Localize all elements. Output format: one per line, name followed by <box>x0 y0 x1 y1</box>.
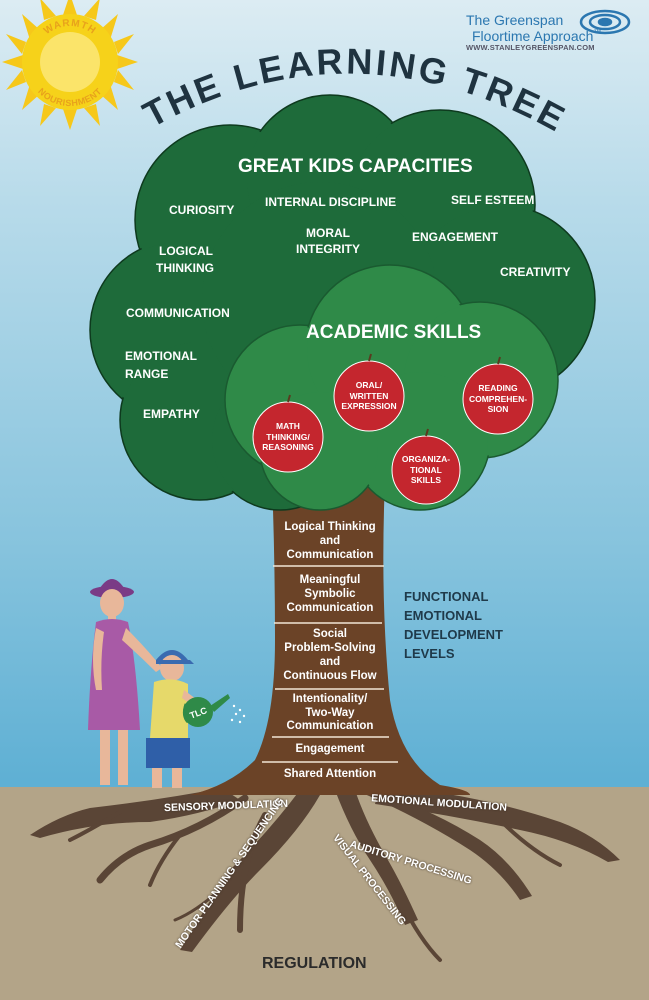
apples <box>252 360 534 505</box>
apple-text: REASONING <box>262 442 314 453</box>
capacity-emotional: EMOTIONAL <box>125 349 197 363</box>
level-text: Problem-Solving <box>284 642 376 655</box>
apple-text: WRITTEN <box>349 390 389 401</box>
apple-text: COMPREHEN- <box>468 393 528 404</box>
logo-tm: ™ <box>593 28 602 38</box>
apple-text: ORAL/ <box>355 380 383 391</box>
capacity-curiosity: CURIOSITY <box>169 203 235 217</box>
apple-text: READING <box>478 383 518 394</box>
level-text: Logical Thinking <box>284 521 376 534</box>
apple-text: EXPRESSION <box>341 401 397 412</box>
logo-prefix: The <box>466 12 491 28</box>
level-text: Symbolic <box>304 588 356 601</box>
level-text: Social <box>313 628 347 641</box>
trunk-dividers <box>262 565 398 763</box>
academic-header: ACADEMIC SKILLS <box>306 322 482 343</box>
level-text: and <box>319 535 341 548</box>
level-text: Communication <box>286 601 374 614</box>
capacity-self-esteem: SELF ESTEEM <box>451 193 535 207</box>
capacity-empathy: EMPATHY <box>143 407 200 421</box>
fedl-text: FUNCTIONAL <box>404 589 489 604</box>
apple-text: TIONAL <box>410 464 442 475</box>
fedl-text: LEVELS <box>404 645 455 661</box>
apple-text: SION <box>487 404 509 415</box>
apple-text: SKILLS <box>410 475 442 486</box>
level-shared-attention: Shared Attention <box>268 764 392 786</box>
fedl-label: FUNCTIONAL EMOTIONAL DEVELOPMENT LEVELS <box>404 588 503 663</box>
capacity-range: RANGE <box>125 367 169 381</box>
logo-url: WWW.STANLEYGREENSPAN.COM <box>466 43 595 53</box>
logo-swirl-icon <box>579 9 631 35</box>
level-text: Continuous Flow <box>283 669 377 682</box>
child-figure: TLC <box>146 650 246 788</box>
fedl-text: DEVELOPMENT <box>404 626 503 642</box>
capacity-engagement: ENGAGEMENT <box>412 230 499 244</box>
capacity-communication: COMMUNICATION <box>126 306 230 320</box>
apple-text: THINKING/ <box>266 431 310 442</box>
capacity-moral: MORAL <box>306 226 350 240</box>
capacity-thinking: THINKING <box>156 261 214 275</box>
level-text: Two-Way <box>305 706 355 719</box>
logo-brand1: Greenspan <box>494 12 564 28</box>
capacities-header: GREAT KIDS CAPACITIES <box>238 156 473 177</box>
regulation-label: REGULATION <box>262 955 367 972</box>
fedl-text: EMOTIONAL <box>404 607 482 623</box>
greenspan-logo: The Greenspan Floortime Approach™ WWW.ST… <box>466 12 601 53</box>
level-text: Communication <box>286 548 374 561</box>
apple-text: MATH <box>276 421 300 432</box>
sun: WARMTH NOURISHMENT <box>2 0 138 130</box>
capacity-internal-discipline: INTERNAL DISCIPLINE <box>265 195 397 209</box>
tree-trunk <box>190 480 470 795</box>
watering-can-icon <box>183 697 213 727</box>
level-engagement: Engagement <box>275 739 385 761</box>
capacity-logical: LOGICAL <box>159 244 213 258</box>
apple-text: ORGANIZA- <box>401 454 451 465</box>
capacity-creativity: CREATIVITY <box>500 265 571 279</box>
level-text: Shared Attention <box>283 768 377 781</box>
logo-brand2: Floortime <box>472 28 531 45</box>
level-text: and <box>319 656 341 668</box>
level-text: Engagement <box>295 743 365 756</box>
level-text: Communication <box>286 720 374 733</box>
level-text: Meaningful <box>299 574 361 587</box>
woman-figure <box>88 579 162 785</box>
apple-stems <box>287 353 501 437</box>
capacity-integrity: INTEGRITY <box>296 242 361 256</box>
logo-suffix: Approach <box>533 28 594 45</box>
level-text: Intentionality/ <box>292 692 368 705</box>
roots <box>30 786 620 962</box>
